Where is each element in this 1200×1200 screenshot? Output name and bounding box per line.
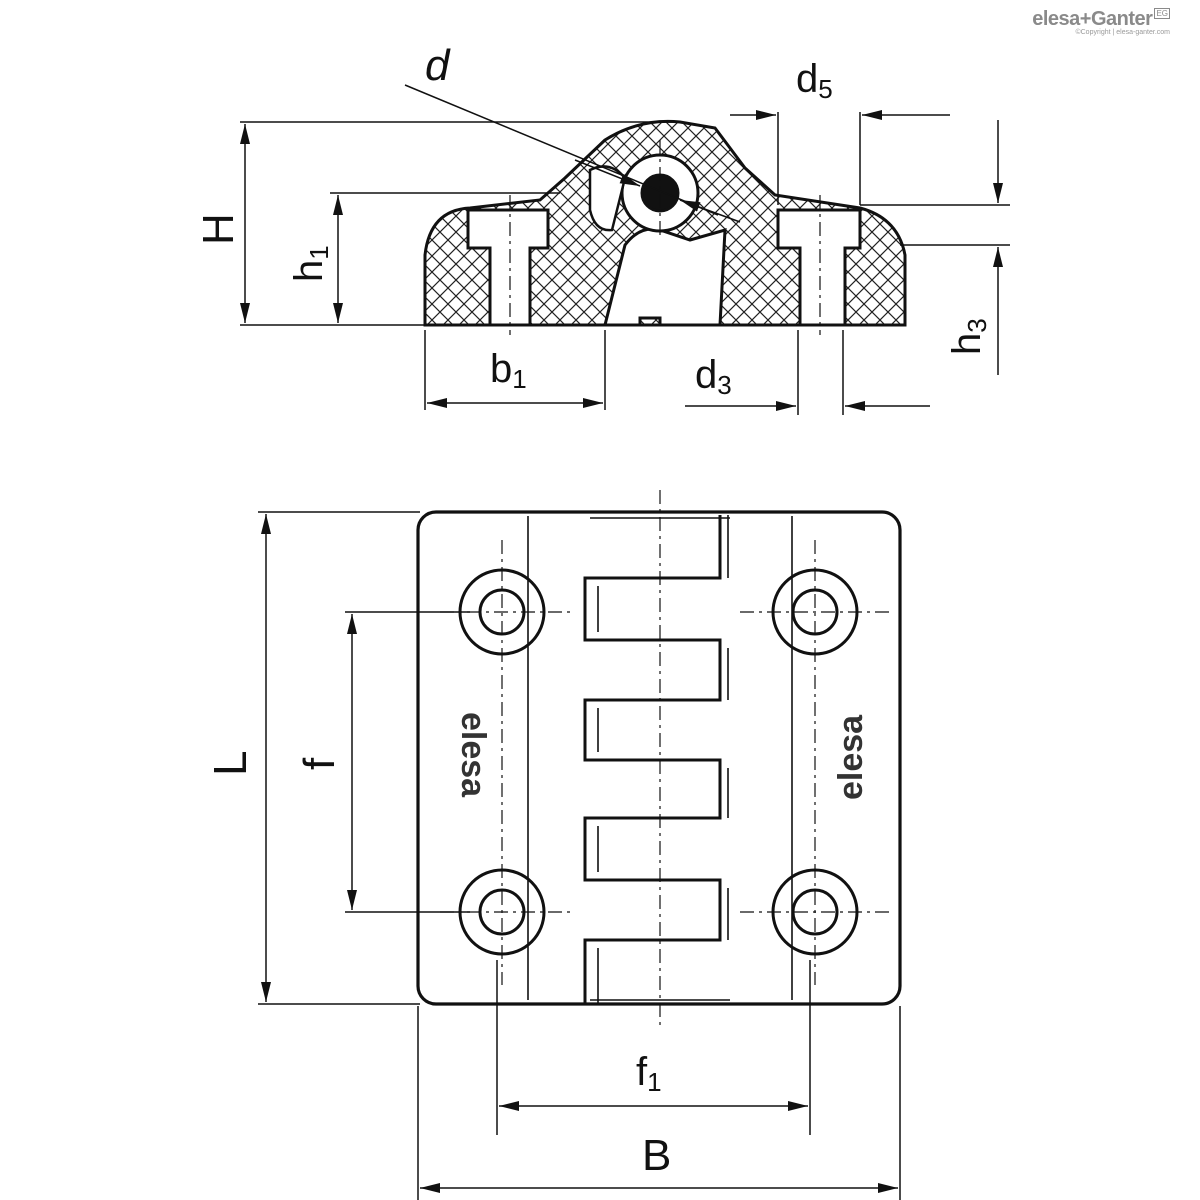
label-f: f (295, 757, 344, 770)
knuckle-profile (583, 515, 722, 1004)
label-H: H (194, 213, 243, 245)
label-f1: f1 (636, 1050, 662, 1097)
leaf-logo-left: elesa (454, 712, 492, 798)
label-b1: b1 (490, 347, 527, 394)
label-d5: d5 (796, 57, 833, 104)
leaf-logo-right: elesa (832, 714, 870, 800)
label-L: L (204, 750, 256, 776)
label-d3: d3 (695, 353, 732, 400)
section-view (423, 119, 907, 327)
label-h1: h1 (287, 245, 334, 282)
brand-badge: EG (1154, 8, 1170, 19)
hinge-outline (416, 510, 902, 1006)
right-screw-hole (776, 208, 862, 327)
brand-copyright: ©Copyright | elesa-ganter.com (1075, 29, 1170, 36)
brand-name: elesa+Ganter (1032, 8, 1153, 30)
left-screw-hole (466, 208, 550, 327)
label-d: d (425, 41, 451, 90)
label-B: B (642, 1131, 671, 1180)
label-h3: h3 (945, 318, 992, 355)
